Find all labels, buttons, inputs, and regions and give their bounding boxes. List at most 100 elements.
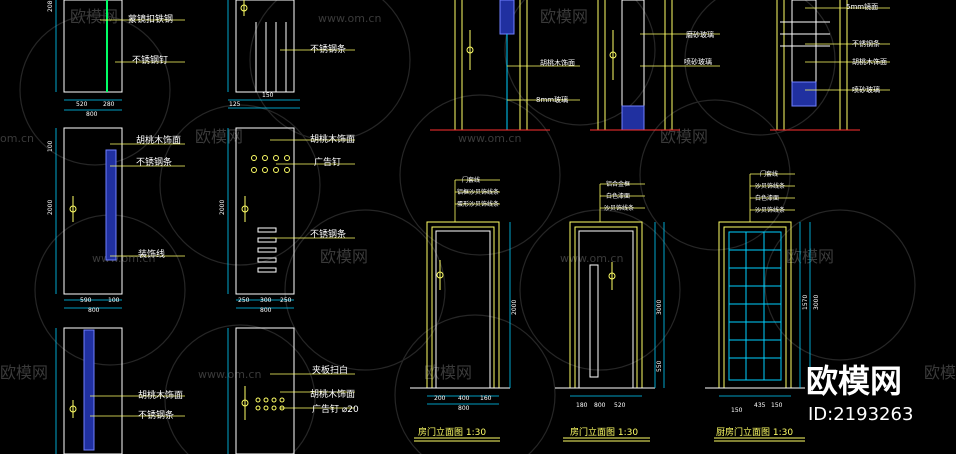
dim-150-a: 150 <box>262 92 274 99</box>
label-door-b-2: 白色漆面 <box>606 192 630 200</box>
door-elevation-3 <box>63 327 295 454</box>
label-decor-line: 装饰线 <box>138 248 165 260</box>
label-door-c-4: 沙贝饰线条 <box>755 206 785 214</box>
label-walnut-top: 胡桃木饰面 <box>540 58 575 67</box>
dim-200-a: 200 <box>434 395 446 402</box>
label-stainless-strip-4: 不锈钢条 <box>138 409 174 421</box>
door-elevation-a <box>410 221 510 389</box>
watermark-text: 欧模网 <box>195 127 243 146</box>
dim-2080: 2080 <box>47 0 54 12</box>
leader-lines-right <box>454 173 795 222</box>
watermark-text: 欧模网 <box>0 363 48 382</box>
label-door-c-3: 白色漆面 <box>755 194 779 202</box>
label-plywood-white: 夹板扫白 <box>312 364 348 376</box>
title-bars <box>414 437 805 442</box>
dim-800-c: 800 <box>260 307 272 314</box>
dim-250: 250 <box>238 297 250 304</box>
label-stainless-strip: 不锈钢条 <box>310 43 346 55</box>
label-ad-nail: 广告钉 <box>314 156 341 168</box>
label-door-a-1: 门套线 <box>462 176 480 184</box>
label-door-b-1: 铝合金框 <box>606 180 630 188</box>
leader-lines-top <box>507 7 890 101</box>
watermark-text: www.om.cn <box>560 252 623 265</box>
label-stainless-strip-3: 不锈钢条 <box>310 228 346 240</box>
title-door-a: 房门立面图 1:30 <box>418 426 486 438</box>
label-stainless-strip-2: 不锈钢条 <box>136 156 172 168</box>
watermark-text: 欧模网 <box>424 363 472 382</box>
label-frosted-2: 喷砂玻璃 <box>852 85 880 94</box>
dim-3000-a: 3000 <box>656 300 663 315</box>
dim-250-b: 250 <box>280 297 292 304</box>
dim-3000-b: 3000 <box>813 295 820 310</box>
label-walnut-veneer-bottom: 胡桃木饰面 <box>310 388 355 400</box>
watermark-layer <box>19 0 916 454</box>
dim-520-b: 520 <box>614 402 626 409</box>
dim-550: 550 <box>656 360 663 372</box>
title-door-c: 厨房门立面图 1:30 <box>716 426 793 438</box>
handle-marks <box>69 0 249 420</box>
dim-100: 100 <box>108 297 120 304</box>
label-frosted-glass: 磨砂玻璃 <box>686 30 714 39</box>
label-door-c-1: 门套线 <box>760 170 778 178</box>
dim-800-b: 800 <box>88 307 100 314</box>
dim-280: 280 <box>103 101 115 108</box>
leader-lines-left <box>90 19 355 417</box>
label-walnut-veneer: 胡桃木饰面 <box>136 134 181 146</box>
dim-800: 800 <box>86 111 98 118</box>
dim-800-e: 800 <box>594 402 606 409</box>
label-top-left-1: 蒙镜扣铁钢 <box>128 13 173 25</box>
dim-520: 520 <box>76 101 88 108</box>
dim-125: 125 <box>229 101 241 108</box>
drawing-titles: 房门立面图 1:30 房门立面图 1:30 厨房门立面图 1:30 <box>418 426 793 438</box>
dim-435: 435 <box>754 402 766 409</box>
label-door-a-3: 蛋形沙贝饰线条 <box>457 200 499 208</box>
door-elevation-c <box>705 221 805 389</box>
dim-160-a: 160 <box>480 395 492 402</box>
door-elevation-1 <box>63 0 295 93</box>
label-ad-nail-dia: 广告钉 ⌀20 <box>312 403 359 415</box>
dimension-values-vertical: 2000 2000 2000 3000 550 1570 3000 2080 1… <box>47 0 820 372</box>
dim-800-d: 800 <box>458 405 470 412</box>
dim-2000-b: 2000 <box>219 200 226 215</box>
stamp-id: ID:2193263 <box>808 404 913 425</box>
label-sandblast: 喷砂玻璃 <box>684 57 712 66</box>
watermark-text: om.cn <box>0 132 34 145</box>
watermark-text: 欧模网 <box>660 127 708 146</box>
dim-590: 590 <box>80 297 92 304</box>
watermark-text: 欧模网 <box>924 363 956 382</box>
label-glass-8mm: 8mm玻璃 <box>536 95 568 104</box>
dim-2000-c: 2000 <box>511 300 518 315</box>
dim-150-c: 150 <box>771 402 783 409</box>
dim-150-b: 150 <box>731 407 743 414</box>
label-door-c-2: 沙贝饰线条 <box>755 182 785 190</box>
door-elevation-b <box>555 221 655 389</box>
stamp-brand: 欧模网 <box>806 362 902 400</box>
annotation-labels: 蒙镜扣铁钢 不锈钢钉 不锈钢条 胡桃木饰面 不锈钢条 胡桃木饰面 广告钉 不锈钢… <box>128 2 887 421</box>
dim-300: 300 <box>260 297 272 304</box>
section-details-top <box>430 0 860 131</box>
watermark-text: 欧模网 <box>70 7 118 26</box>
dimension-lines-left <box>55 0 300 454</box>
dim-2000-a: 2000 <box>47 200 54 215</box>
dimension-values: 520 280 800 150 125 590 100 800 250 300 … <box>76 92 783 414</box>
label-door-a-2: 铝框沙贝饰线条 <box>457 188 499 196</box>
label-door-b-3: 沙贝饰线条 <box>604 204 634 212</box>
label-walnut-veneer-right: 胡桃木饰面 <box>310 133 355 145</box>
label-stainless-nail: 不锈钢钉 <box>132 54 168 66</box>
dimension-lines-right <box>427 222 811 405</box>
watermark-text: 欧模网 <box>320 247 368 266</box>
label-walnut-top2: 胡桃木饰面 <box>852 57 887 66</box>
watermark-text: www.om.cn <box>458 132 521 145</box>
title-door-b: 房门立面图 1:30 <box>570 426 638 438</box>
watermark-text: www.om.cn <box>318 12 381 25</box>
label-mirror-5mm: 5mm镜面 <box>846 2 878 11</box>
watermark-stamp: 欧模网 ID:2193263 <box>806 362 913 425</box>
dim-1570: 1570 <box>802 295 809 310</box>
watermark-text: www.om.cn <box>198 368 261 381</box>
dim-100-v: 100 <box>47 140 54 152</box>
dim-400-a: 400 <box>458 395 470 402</box>
label-stainless-top: 不锈钢条 <box>852 39 880 48</box>
watermark-text: 欧模网 <box>540 7 588 26</box>
door-elevation-2 <box>63 127 295 295</box>
